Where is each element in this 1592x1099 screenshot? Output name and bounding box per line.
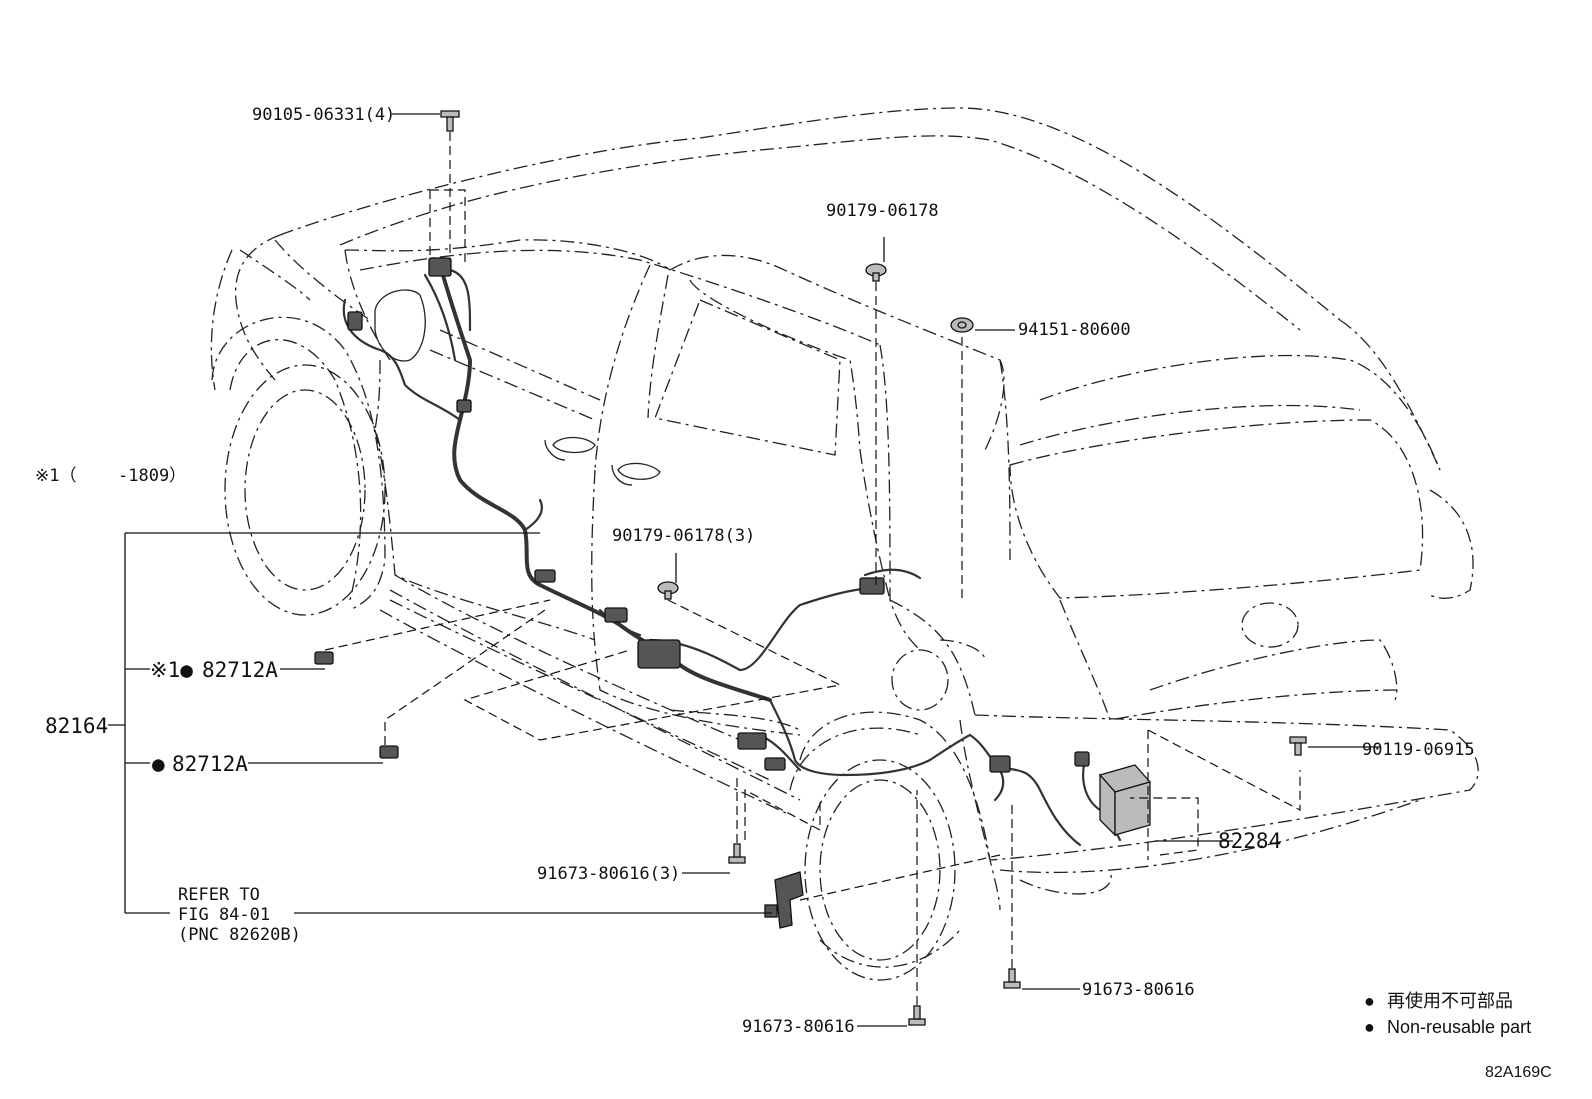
bolt-icon	[728, 843, 746, 864]
vehicle-outline	[210, 107, 1479, 981]
clip-icon	[865, 263, 887, 282]
junction-box-icon	[1098, 764, 1152, 837]
parts	[314, 110, 1307, 1026]
nut-icon	[950, 317, 974, 333]
bolt-icon	[1289, 736, 1307, 756]
label-clip-90179-door: 90179-06178(3)	[612, 526, 755, 546]
label-connector-mark: ●	[152, 752, 165, 776]
leader-lines	[108, 113, 1380, 1027]
connector-icon	[637, 639, 681, 669]
label-bolt-90105: 90105-06331(4)	[252, 105, 395, 125]
bolt-icon	[908, 1005, 926, 1026]
label-junction-82284: 82284	[1218, 829, 1281, 853]
legend-japanese: 再使用不可部品	[1387, 991, 1513, 1011]
label-connector-note-mark: ※1●	[150, 658, 193, 682]
connector-icon	[1074, 751, 1090, 767]
clip-icon	[657, 581, 679, 600]
connector-icon	[347, 311, 363, 331]
connector-icon	[314, 651, 334, 665]
label-harness-82164: 82164	[45, 714, 108, 738]
connector-icon	[859, 577, 885, 595]
legend-bullet-jp: ●	[1364, 991, 1375, 1011]
bolt-icon	[440, 110, 460, 132]
connector-icon	[604, 607, 628, 623]
connector-icon	[989, 755, 1011, 773]
bracket-icon	[764, 871, 804, 929]
connector-icon	[764, 757, 786, 771]
connector-icon	[456, 399, 472, 413]
bolt-icon	[1003, 968, 1021, 989]
label-bolt-91673-right: 91673-80616	[1082, 980, 1195, 1000]
label-bolt-91673-3: 91673-80616(3)	[537, 864, 680, 884]
connector-icon	[534, 569, 556, 583]
label-connector-82712a-note: 82712A	[202, 658, 278, 682]
labels: 90105-06331(4) 90179-06178 94151-80600 9…	[35, 105, 1552, 1081]
refer-line-1: REFER TO	[178, 885, 260, 905]
label-connector-82712a: 82712A	[172, 752, 248, 776]
note-applicability-mark: ※1（	[35, 466, 76, 486]
label-clip-90179-top: 90179-06178	[826, 201, 939, 221]
legend-bullet-en: ●	[1364, 1017, 1375, 1037]
note-applicability-range: -1809）	[118, 466, 186, 486]
connector-icon	[428, 257, 452, 277]
connector-icon	[379, 745, 399, 759]
assembly-lines	[324, 132, 1301, 1005]
refer-line-3: (PNC 82620B)	[178, 925, 301, 945]
refer-line-2: FIG 84-01	[178, 905, 270, 925]
label-bolt-91673-bottom: 91673-80616	[742, 1017, 855, 1037]
label-bolt-90119: 90119-06915	[1362, 740, 1475, 760]
legend-english: Non-reusable part	[1387, 1017, 1531, 1037]
figure-code: 82A169C	[1485, 1064, 1552, 1081]
label-nut-94151: 94151-80600	[1018, 320, 1131, 340]
connector-icon	[737, 732, 767, 750]
